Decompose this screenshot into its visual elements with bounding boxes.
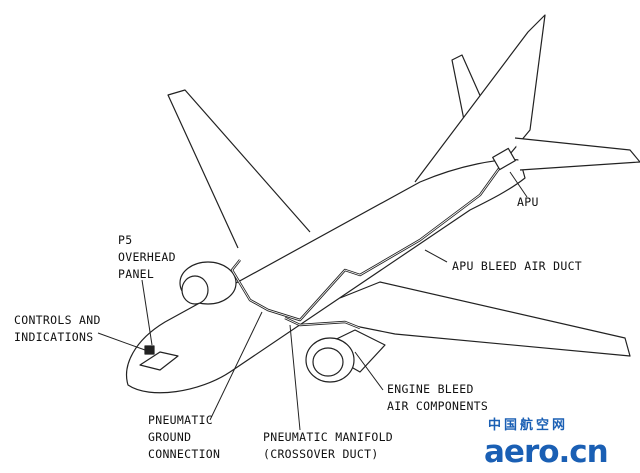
right-engine-inlet xyxy=(312,347,344,377)
leader-lines xyxy=(97,171,528,431)
left-wing xyxy=(167,89,311,249)
label-panel: PANEL xyxy=(118,267,155,281)
left-engine-inlet xyxy=(181,275,209,305)
label-p5-overhead-panel: P5 OVERHEAD PANEL xyxy=(118,232,176,283)
label-crossover-duct: (CROSSOVER DUCT) xyxy=(263,447,379,461)
label-controls: CONTROLS AND INDICATIONS xyxy=(14,312,101,346)
label-apu: APU xyxy=(517,195,539,209)
label-p5: P5 xyxy=(118,233,133,247)
watermark-logo: 中国航空网 aero.cn xyxy=(482,418,638,472)
p5-panel xyxy=(144,345,155,355)
label-pneumatic-manifold: PNEUMATIC MANIFOLD (CROSSOVER DUCT) xyxy=(263,429,393,463)
crossover-duct-inner xyxy=(284,317,361,329)
label-manifold: PNEUMATIC MANIFOLD xyxy=(263,430,394,444)
label-engine-bleed-2: AIR COMPONENTS xyxy=(387,399,489,413)
label-engine-bleed-1: ENGINE BLEED xyxy=(387,382,474,396)
watermark-en: aero.cn xyxy=(484,434,609,470)
label-apu-bleed-air-duct: APU BLEED AIR DUCT xyxy=(452,259,583,273)
label-overhead: OVERHEAD xyxy=(118,250,176,264)
label-connection: CONNECTION xyxy=(148,447,221,461)
cockpit-windows xyxy=(139,351,179,371)
right-wing xyxy=(339,281,631,357)
label-controls-and: CONTROLS AND xyxy=(14,313,101,327)
watermark-cn: 中国航空网 xyxy=(488,418,569,433)
label-ground: GROUND xyxy=(148,430,192,444)
label-pneumatic: PNEUMATIC xyxy=(148,413,214,427)
label-pneumatic-ground-connection: PNEUMATIC GROUND CONNECTION xyxy=(148,412,220,463)
label-indications: INDICATIONS xyxy=(14,330,94,344)
right-stabilizer xyxy=(514,137,640,171)
apu-unit xyxy=(492,147,516,171)
apu-bleed-duct-inner xyxy=(231,159,506,321)
label-engine-bleed: ENGINE BLEED AIR COMPONENTS xyxy=(387,381,488,415)
